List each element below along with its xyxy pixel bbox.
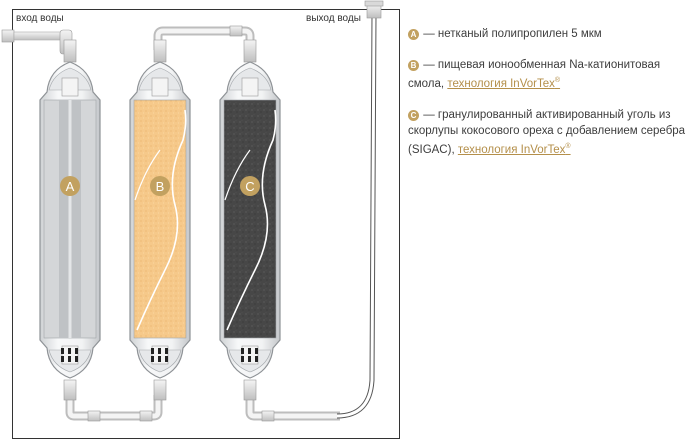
filter-letter-label: A: [66, 179, 75, 194]
perforation-mark: [255, 348, 258, 354]
top-connector-pipe: [153, 25, 255, 50]
bottom-inner-fitting: [241, 345, 259, 365]
badge-c-icon: C: [408, 109, 419, 121]
top-fitting: [243, 39, 257, 63]
perforation-mark: [75, 348, 78, 354]
badge-b-icon: B: [408, 60, 419, 71]
filter-cartridge-c: C: [219, 39, 281, 401]
legend-text-b: — пищевая ионообменная Na-катионитовая с…: [408, 59, 661, 90]
perforation-mark: [165, 348, 168, 354]
filter-letter-label: B: [156, 179, 165, 194]
top-fitting: [153, 39, 167, 63]
legend-item-c: C — гранулированный активированный уголь…: [408, 107, 689, 158]
spiral-line: [224, 149, 251, 201]
filter-cartridge-a: A: [39, 39, 101, 401]
legend-item-b: B — пищевая ионообменная Na-катионитовая…: [408, 57, 689, 92]
spiral-line: [134, 149, 161, 201]
top-fitting: [63, 39, 77, 63]
legend-text-c: — гранулированный активированный уголь и…: [408, 108, 686, 156]
perforation-mark: [158, 356, 161, 362]
bottom-fitting: [63, 379, 77, 401]
top-inner-fitting: [241, 77, 259, 97]
bottom-inner-fitting: [61, 345, 79, 365]
outlet-tube: [336, 0, 384, 419]
housing-frame: [12, 9, 400, 439]
perforation-mark: [68, 348, 71, 354]
spiral-line: [226, 109, 277, 331]
top-inner-fitting: [61, 77, 79, 97]
filter-media: [133, 99, 187, 339]
legend: A — нетканый полипропилен 5 мкм B — пище…: [408, 26, 689, 173]
top-inner-fitting: [151, 77, 169, 97]
bottom-connector-pipes: [65, 395, 340, 422]
perforation-mark: [151, 356, 154, 362]
perforation-mark: [75, 356, 78, 362]
filter-system-diagram: вход воды выход воды A B C: [1, 0, 400, 439]
perforation-mark: [61, 356, 64, 362]
bottom-fitting: [243, 379, 257, 401]
perforation-mark: [241, 356, 244, 362]
invortex-link-c[interactable]: технология InVorTex®: [457, 142, 571, 156]
perforation-mark: [255, 356, 258, 362]
perforation-mark: [151, 348, 154, 354]
bottom-fitting: [153, 379, 167, 401]
legend-item-a: A — нетканый полипропилен 5 мкм: [408, 26, 689, 42]
filter-media: [223, 99, 277, 339]
water-outlet-label: выход воды: [306, 13, 361, 24]
spiral-line: [136, 109, 187, 331]
filter-letter-label: C: [245, 179, 254, 194]
filter-badge: [60, 176, 80, 196]
perforation-mark: [165, 356, 168, 362]
filter-cartridge-b: B: [129, 39, 191, 401]
perforation-mark: [248, 348, 251, 354]
perforation-mark: [248, 356, 251, 362]
perforation-mark: [61, 348, 64, 354]
filter-badge: [150, 176, 170, 196]
bottom-inner-fitting: [151, 345, 169, 365]
filter-badge: [240, 176, 260, 196]
perforation-mark: [68, 356, 71, 362]
invortex-link-b[interactable]: технология InVorTex®: [447, 77, 561, 90]
perforation-mark: [241, 348, 244, 354]
perforation-mark: [158, 348, 161, 354]
water-inlet-label: вход воды: [16, 13, 64, 24]
badge-a-icon: A: [408, 29, 419, 40]
legend-text-a: — нетканый полипропилен 5 мкм: [423, 28, 602, 40]
